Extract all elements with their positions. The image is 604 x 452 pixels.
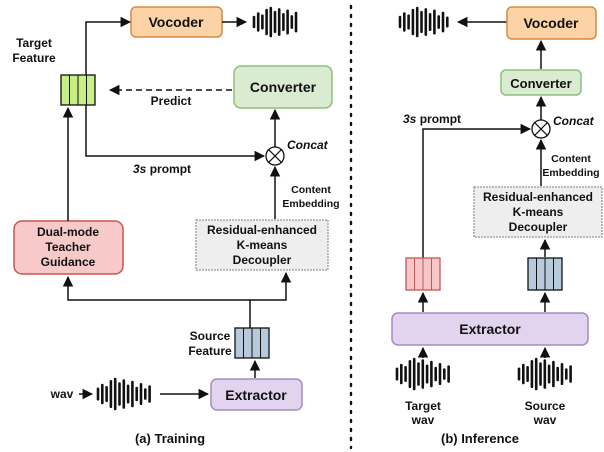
training-decoupler-label-2: K-means (237, 238, 288, 252)
source-wav-label-1: Source (525, 399, 566, 413)
inference-source-feature-block (527, 257, 563, 291)
inference-concat-label: Concat (553, 114, 595, 128)
target-feature-block (60, 74, 96, 106)
training-extractor-label: Extractor (225, 387, 287, 403)
training-prompt-line (85, 105, 266, 162)
teacher-label-2: Teacher (45, 240, 90, 254)
inference-prompt-text: prompt (416, 112, 461, 126)
inference-vocoder-label: Vocoder (524, 15, 580, 31)
training-converter-box (233, 65, 333, 109)
training-concat-label: Concat (287, 138, 329, 152)
training-converter-label: Converter (250, 79, 317, 95)
source-wav-label-2: wav (533, 413, 557, 427)
teacher-label-1: Dual-mode (37, 225, 99, 239)
inference-prompt-italic: 3s (403, 112, 417, 126)
inference-vocoder-box (506, 6, 597, 40)
teacher-label-3: Guidance (41, 255, 96, 269)
target-wav-label-1: Target (405, 399, 441, 413)
inference-target-waveform (395, 357, 450, 391)
training-input-waveform (96, 377, 151, 411)
training-content-label-1: Content (291, 184, 331, 196)
predict-label: Predict (151, 94, 192, 108)
inference-converter-label: Converter (510, 76, 571, 91)
training-split-line (62, 275, 251, 328)
inference-converter-box (500, 69, 582, 96)
training-caption: (a) Training (135, 431, 205, 446)
inference-decoupler-label-2: K-means (513, 205, 564, 219)
training-concat-symbol (265, 146, 285, 166)
source-feature-block (234, 327, 270, 359)
inference-content-label-2: Embedding (542, 167, 599, 179)
source-feature-label-1: Source (190, 329, 231, 343)
inference-output-waveform (398, 6, 449, 38)
training-prompt-label: 3s prompt (133, 162, 191, 176)
inference-concat-symbol (531, 119, 551, 139)
training-decoupler-box (195, 219, 329, 271)
training-extractor-box (210, 378, 303, 411)
training-decoupler-label-1: Residual-enhanced (207, 223, 317, 237)
inference-decoupler-label-3: Decoupler (509, 220, 568, 234)
inference-extractor-box (391, 312, 589, 346)
training-decoupler-label-3: Decoupler (233, 253, 292, 267)
target-prompt-feature-block (405, 257, 441, 291)
training-prompt-italic: 3s (133, 162, 147, 176)
inference-source-waveform (517, 357, 572, 391)
training-content-label-2: Embedding (282, 198, 339, 210)
target-feature-label-1: Target (16, 36, 52, 50)
inference-decoupler-box (473, 186, 603, 238)
training-split-to-decoupler (250, 271, 292, 301)
arrow-feature-to-vocoder (85, 16, 132, 75)
inference-caption: (b) Inference (441, 431, 519, 446)
inference-extractor-label: Extractor (459, 321, 521, 337)
target-feature-label-2: Feature (12, 51, 56, 65)
target-wav-label-2: wav (411, 413, 435, 427)
inference-decoupler-label-1: Residual-enhanced (483, 190, 593, 204)
training-vocoder-label: Vocoder (149, 14, 205, 30)
training-output-waveform (252, 6, 298, 38)
inference-prompt-label: 3s prompt (403, 112, 461, 126)
inference-content-label-1: Content (551, 153, 591, 165)
training-wav-label: wav (50, 387, 74, 401)
training-prompt-text: prompt (146, 162, 191, 176)
source-feature-label-2: Feature (188, 344, 232, 358)
inference-prompt-line (422, 123, 532, 258)
